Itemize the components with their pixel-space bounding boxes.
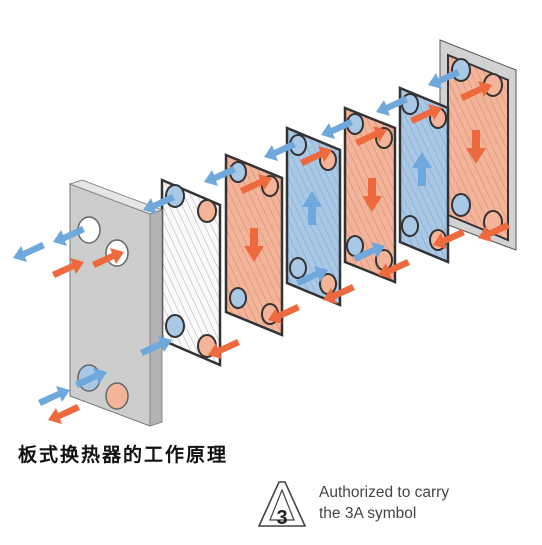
hot-down-arrow-2 bbox=[362, 178, 382, 212]
hot-arrow bbox=[208, 339, 240, 359]
diagram-caption: 板式换热器的工作原理 bbox=[18, 444, 229, 466]
badge-line-1: Authorized to carry bbox=[319, 484, 450, 501]
cold-up-arrow-1 bbox=[302, 191, 322, 225]
cold-up-arrow-2 bbox=[412, 152, 432, 186]
cold-arrow bbox=[353, 242, 385, 262]
hot-arrow bbox=[323, 284, 355, 304]
hot-flow-arrows bbox=[48, 81, 510, 424]
3a-symbol-digit: 3 bbox=[276, 507, 287, 529]
hot-arrow bbox=[410, 104, 442, 124]
hot-arrow bbox=[433, 229, 465, 249]
hot-arrow bbox=[92, 248, 124, 268]
hot-arrow bbox=[355, 126, 387, 146]
hot-down-arrow-3 bbox=[466, 130, 486, 164]
3a-authorization-badge: 3 Authorized to carry the 3A symbol bbox=[255, 480, 505, 530]
cold-arrow bbox=[376, 96, 408, 116]
cold-arrow bbox=[143, 194, 175, 214]
cold-arrow bbox=[204, 166, 236, 186]
hot-arrow bbox=[378, 259, 410, 279]
cold-flow-arrows bbox=[13, 69, 460, 406]
cold-arrow bbox=[75, 368, 107, 388]
hot-down-arrow-1 bbox=[244, 228, 264, 262]
plate-first bbox=[160, 178, 222, 367]
hot-arrow bbox=[300, 146, 332, 166]
cold-arrow bbox=[53, 226, 85, 246]
cold-arrow bbox=[428, 69, 460, 89]
badge-text: Authorized to carry the 3A symbol bbox=[319, 482, 449, 524]
hot-arrow bbox=[460, 81, 492, 101]
front-frame-plate bbox=[68, 179, 164, 427]
cold-inlet-arrow bbox=[38, 386, 70, 406]
cold-arrow bbox=[296, 266, 328, 286]
3a-symbol-icon: 3 bbox=[257, 481, 307, 529]
hot-arrow bbox=[240, 174, 272, 194]
cold-outlet-arrow bbox=[13, 242, 45, 262]
badge-line-2: the 3A symbol bbox=[319, 505, 417, 522]
cold-arrow bbox=[140, 336, 172, 356]
cold-arrow bbox=[321, 119, 353, 139]
hot-arrow bbox=[478, 222, 510, 242]
hot-arrow bbox=[268, 304, 300, 324]
cold-arrow bbox=[264, 141, 296, 161]
hot-outlet-arrow bbox=[48, 404, 80, 424]
hot-inlet-arrow bbox=[52, 258, 84, 278]
